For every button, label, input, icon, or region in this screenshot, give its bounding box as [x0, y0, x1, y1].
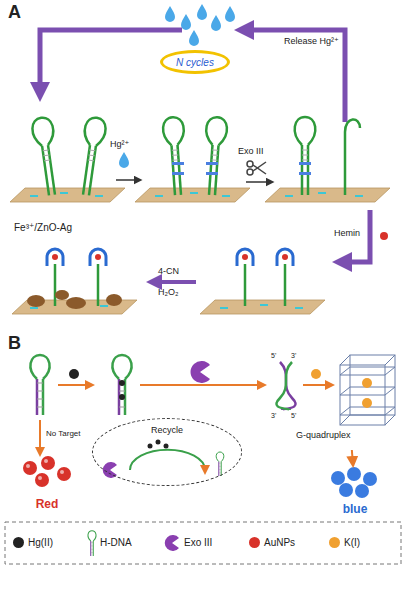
legend-text: Exo III	[184, 537, 212, 549]
node-text: N cycles	[176, 57, 214, 68]
node-text: G-quadruplex	[296, 430, 351, 440]
cycle-ring: N cycles	[160, 50, 230, 74]
strand-end: 5'	[271, 351, 276, 360]
node-text: Recycle	[93, 425, 241, 435]
strand-end: 3'	[291, 351, 296, 360]
enzyme-label: Exo III	[238, 146, 264, 157]
legend-text: K(I)	[344, 537, 360, 549]
reagent-label: H₂O₂	[158, 287, 179, 298]
flow-arrow	[352, 450, 353, 466]
panel-letter: A	[8, 2, 21, 22]
legend-swatch	[13, 537, 24, 548]
recycle-loop: Recycle	[92, 418, 242, 486]
branch-label: No Target	[46, 428, 81, 439]
strand-end: 5'	[291, 411, 296, 420]
step-label: Release Hg²⁺	[284, 36, 339, 47]
strand-end: 3'	[271, 411, 276, 420]
node-text: blue	[318, 502, 392, 516]
legend-text: H-DNA	[100, 537, 132, 549]
panel-letter: B	[8, 333, 21, 353]
reagent-label: 4-CN	[158, 266, 179, 277]
legend-swatch	[329, 537, 340, 548]
node-text: Fe³⁺/ZnO-Ag	[14, 222, 72, 233]
reagent-label: Hemin	[334, 228, 360, 239]
blue-aggregate: blue	[318, 466, 392, 516]
ion-label: Hg²⁺	[110, 139, 129, 150]
g-quadruplex-box: G-quadruplex	[296, 350, 400, 450]
red-aunp-cluster: Red	[12, 455, 82, 511]
legend-text: Hg(II)	[28, 537, 53, 549]
legend-swatch	[249, 537, 260, 548]
node-text: Red	[12, 497, 82, 511]
legend-text: AuNPs	[264, 537, 295, 549]
electrode-panel: Fe³⁺/ZnO-Ag	[12, 222, 147, 317]
